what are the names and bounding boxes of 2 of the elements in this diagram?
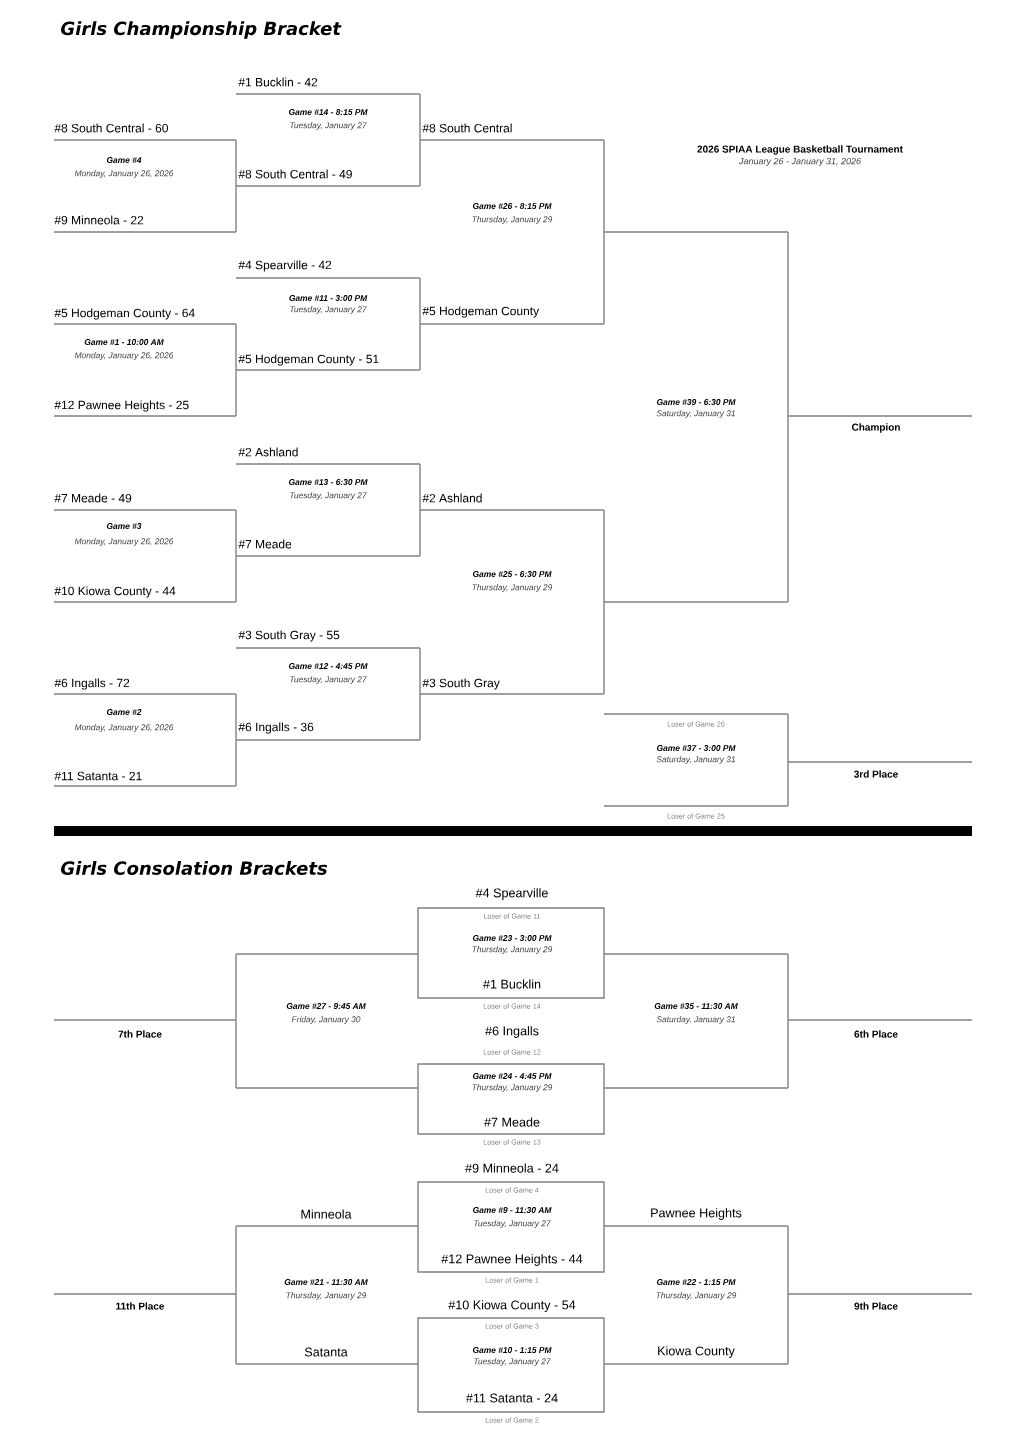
bracket-title: Girls Championship Bracket	[61, 21, 342, 39]
section-heading: Girls Consolation Brackets	[61, 861, 327, 875]
